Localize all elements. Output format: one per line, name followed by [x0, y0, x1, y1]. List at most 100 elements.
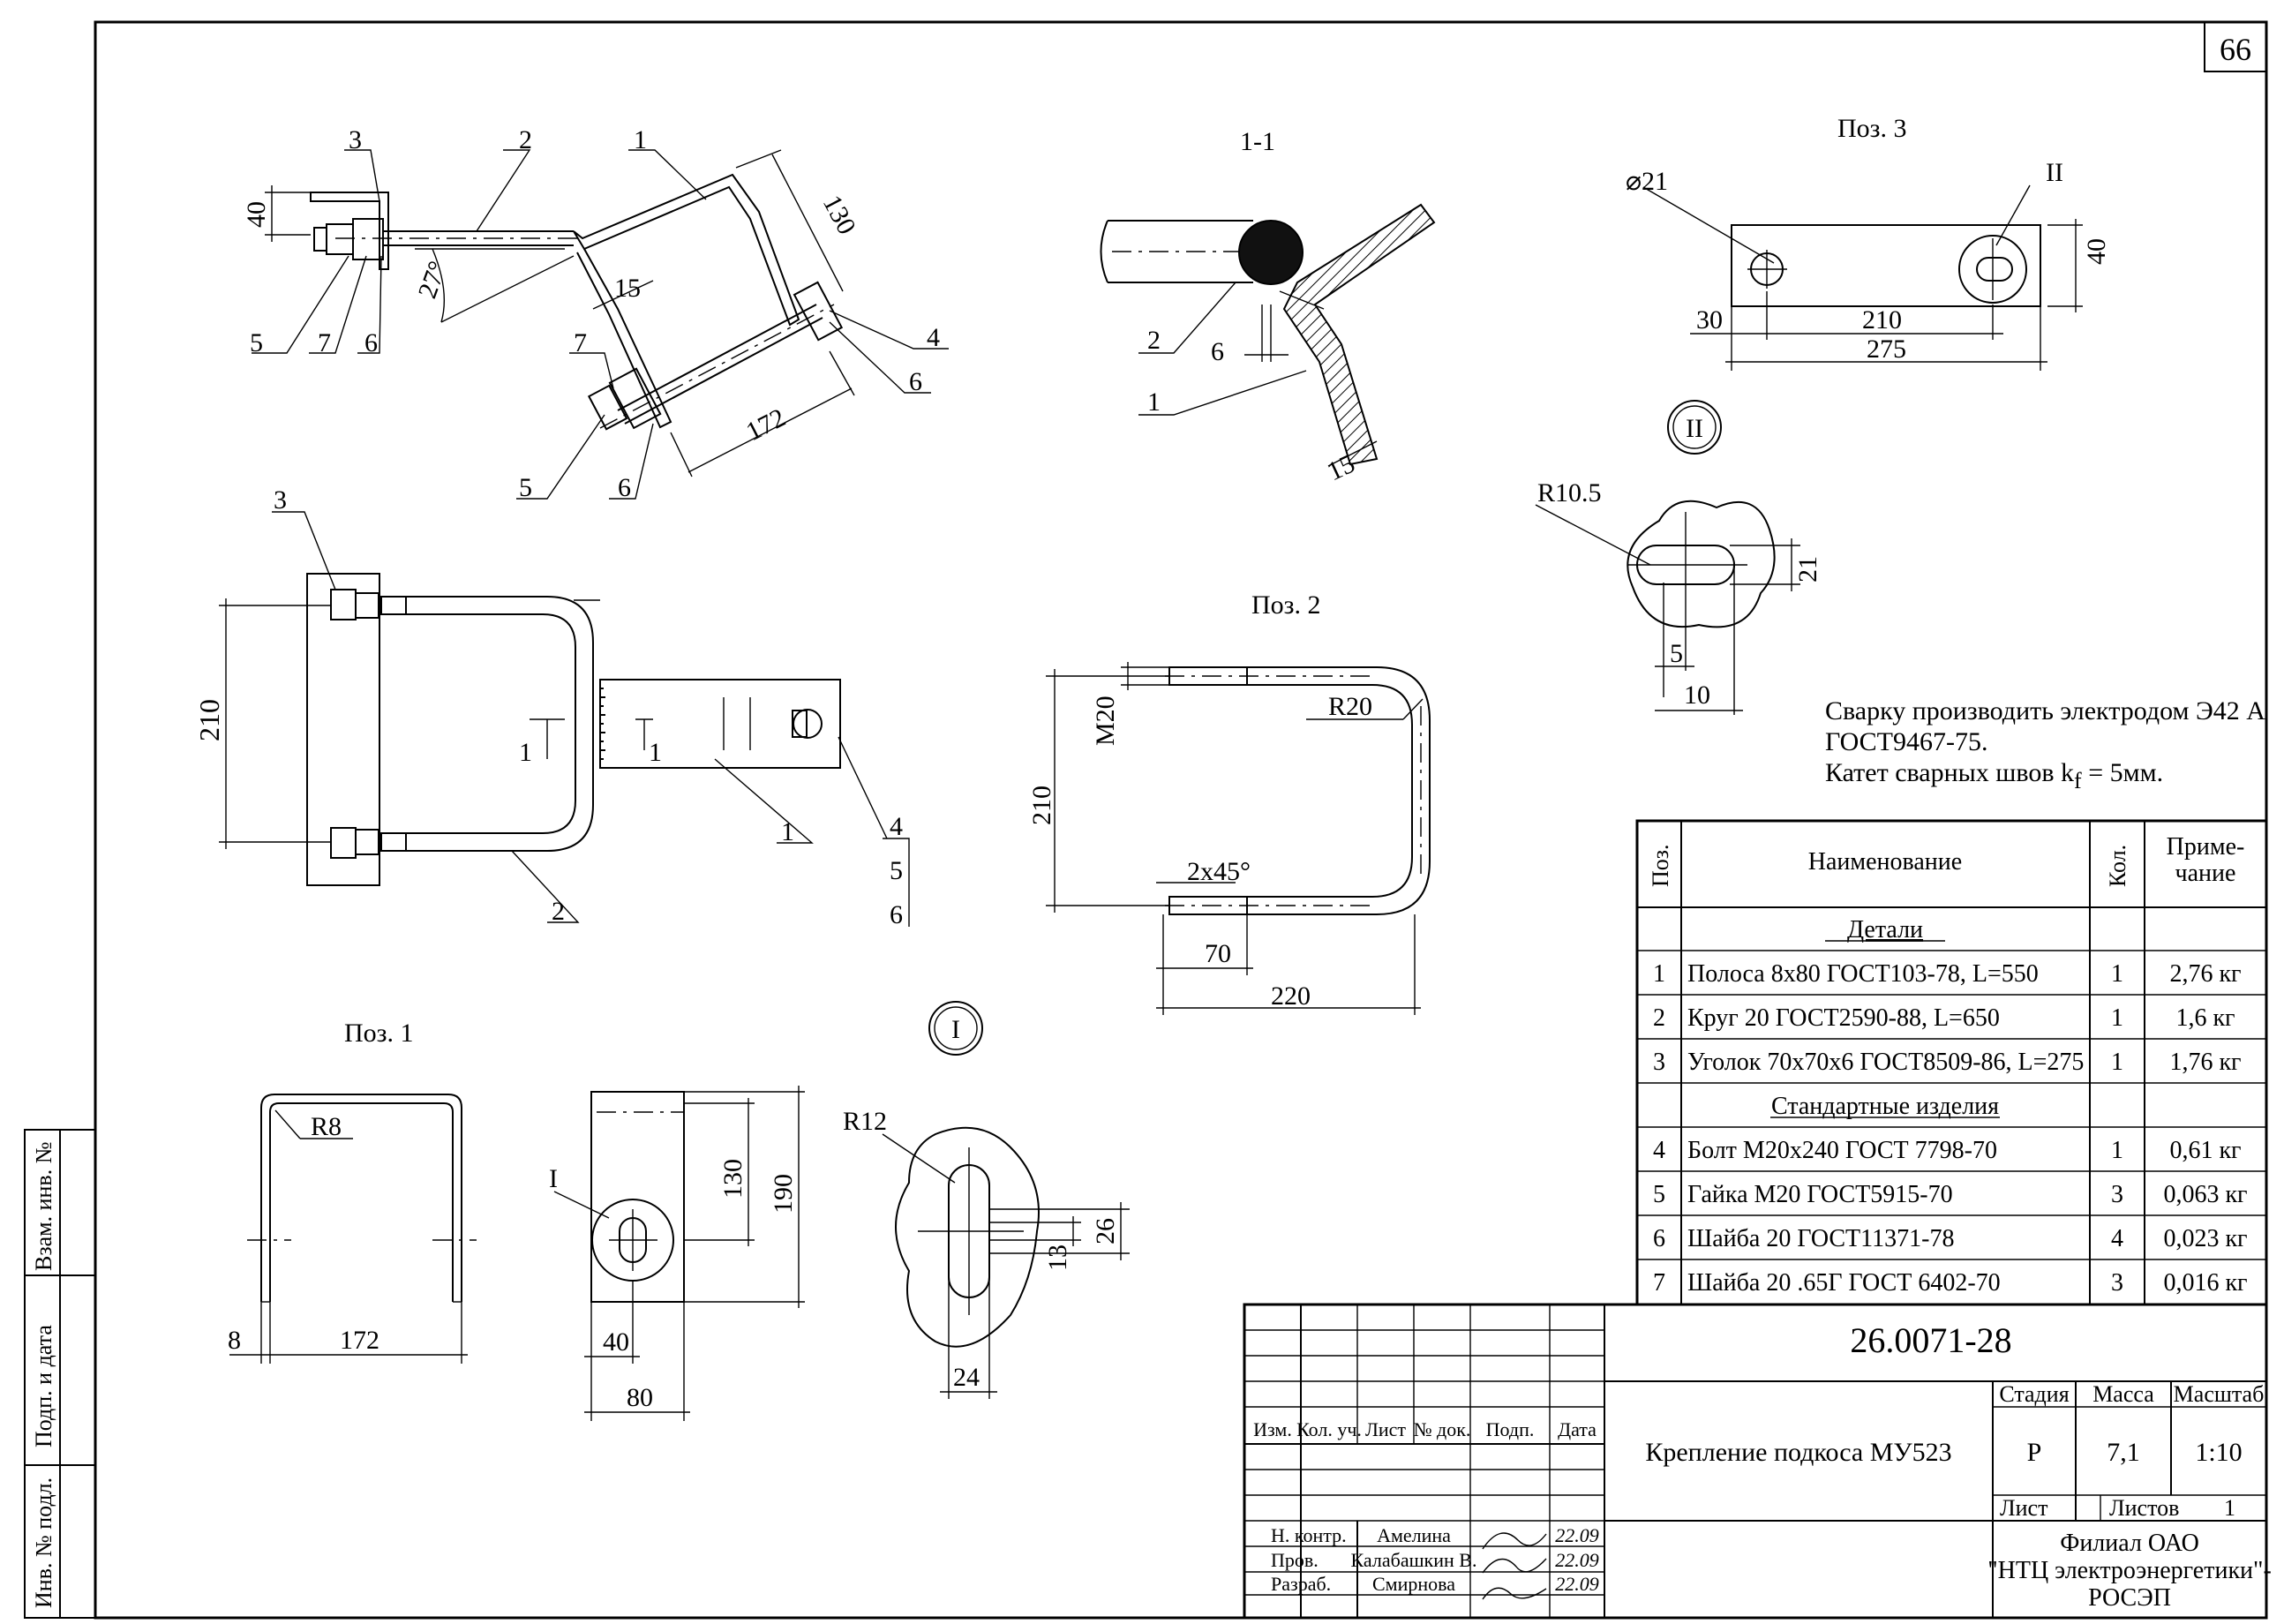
spec-row-name: Полоса 8х80 ГОСТ103-78, L=550 [1687, 960, 2039, 988]
title-block-col-header: № док. [1414, 1418, 1471, 1440]
sheets-value: 1 [2224, 1495, 2235, 1521]
section-1-1: 1-1 6 15 2 6 1 [1100, 127, 1436, 486]
spec-row-note: 0,016 кг [2163, 1269, 2247, 1297]
sheet-label: Лист [2000, 1495, 2047, 1521]
sec-dim-6: 6 [1211, 337, 1224, 366]
spec-header-name: Наименование [1808, 848, 1962, 876]
mass-label: Масса [2092, 1381, 2154, 1407]
pos1-side-dim-190: 190 [769, 1174, 798, 1214]
scale-value: 1:10 [2195, 1438, 2242, 1467]
top-callout-3: 3 [274, 485, 287, 515]
spec-header-note-l2: чание [2175, 860, 2236, 887]
spec-row-note: 1,76 кг [2169, 1049, 2241, 1076]
sec-callout-1: 1 [1147, 387, 1161, 417]
welding-note-line1: Сварку производить электродом Э42 А [1825, 696, 2265, 726]
pos3-dim-d21: ⌀21 [1626, 167, 1668, 196]
spec-table: Поз. Наименование Кол. Приме-чание Детал… [1635, 819, 2268, 1306]
spec-row-name: Уголок 70х70х6 ГОСТ8509-86, L=275 [1687, 1049, 2084, 1076]
signature-3 [1482, 1587, 1547, 1600]
spec-row-pos: 2 [1653, 1004, 1665, 1032]
pos2-dim-210: 210 [1027, 786, 1056, 825]
iso-callout-5: 5 [250, 328, 263, 357]
iso-callout-6: 6 [364, 328, 378, 357]
spec-header-note-l1: Приме- [2167, 833, 2245, 861]
iso-callout-6b: 6 [909, 367, 922, 396]
spec-row-pos: 6 [1653, 1225, 1665, 1252]
title-block-date: 22.09 [1555, 1549, 1599, 1571]
dim-40: 40 [242, 201, 271, 228]
title-block-role: Н. контр. [1271, 1524, 1347, 1546]
top-callout-1c: 1 [781, 817, 794, 846]
pos2-dim-70: 70 [1205, 939, 1231, 968]
title-block-date: 22.09 [1555, 1524, 1599, 1546]
welding-note-line3: Катет сварных швов kf = 5мм. [1825, 758, 2163, 793]
title-block-person: Амелина [1377, 1524, 1451, 1546]
iso-callout-3: 3 [349, 125, 362, 154]
detail-I-R12: R12 [843, 1107, 887, 1136]
marker-II: II [1686, 414, 1703, 443]
spec-row-qty: 1 [2111, 1004, 2123, 1032]
side-stamp: Взам. инв. № Подп. и дата Инв. № подл. [24, 1129, 96, 1619]
spec-header-note: Приме-чание [2167, 833, 2245, 887]
pos1-dim-R8: R8 [311, 1112, 342, 1141]
pos2-dim-2x45: 2x45° [1187, 857, 1251, 886]
pos1-side-dim-130: 130 [718, 1159, 748, 1199]
iso-callout-7: 7 [318, 328, 331, 357]
pos3-dim-210: 210 [1862, 305, 1902, 335]
pos2-view: Поз. 2 R20 M20 210 2x45° 70 220 [1027, 590, 1431, 1015]
isometric-view: 40 27° 15 130 172 3 2 1 5 7 6 4 6 7 [242, 125, 949, 502]
signature-2 [1482, 1558, 1547, 1574]
top-callout-1b: 1 [649, 738, 662, 767]
pos2-dim-R20: R20 [1328, 692, 1372, 721]
top-callout-1a: 1 [519, 738, 532, 767]
title-block-person: Калабашкин В. [1351, 1549, 1477, 1571]
dim-130-iso: 130 [817, 191, 861, 239]
spec-row-qty: 1 [2111, 1137, 2123, 1164]
org-line1: Филиал ОАО [2060, 1530, 2199, 1557]
sheet-number: 66 [2220, 32, 2251, 67]
mass-value: 7,1 [2107, 1438, 2140, 1467]
pos1-side-label-I: I [549, 1164, 558, 1193]
spec-header-qty: Кол. [2105, 845, 2130, 887]
sheets-label: Листов [2109, 1495, 2179, 1521]
dim-27deg: 27° [413, 258, 453, 303]
spec-row-note: 1,6 кг [2175, 1004, 2235, 1032]
spec-row-pos: 5 [1653, 1181, 1665, 1208]
side-stamp-podp: Подп. и дата [31, 1325, 56, 1447]
spec-row-pos: 1 [1653, 960, 1665, 988]
pos3-dim-275: 275 [1867, 335, 1906, 364]
iso-callout-1: 1 [634, 125, 647, 154]
spec-row-pos: 4 [1653, 1137, 1665, 1164]
top-callout-6: 6 [890, 900, 903, 929]
section-1-1-title: 1-1 [1240, 127, 1275, 156]
title-block-col-header: Дата [1558, 1418, 1597, 1440]
side-stamp-vzam: Взам. инв. № [31, 1141, 56, 1271]
detail-II-R10-5: R10.5 [1537, 478, 1602, 508]
top-callout-4: 4 [890, 812, 903, 841]
spec-row-qty: 1 [2111, 960, 2123, 988]
top-dim-210: 210 [193, 699, 225, 741]
sheet-number-box [2204, 21, 2267, 72]
top-view: 210 3 1 1 4 5 6 1 2 [193, 485, 910, 929]
spec-row-qty: 3 [2111, 1269, 2123, 1297]
pos2-dim-M20: M20 [1091, 695, 1120, 746]
spec-section-details: Детали [1847, 916, 1923, 944]
spec-row-note: 0,023 кг [2163, 1225, 2247, 1252]
spec-header-pos: Поз. [1648, 844, 1673, 887]
detail-I-marker: I [928, 1001, 983, 1056]
spec-row-qty: 4 [2111, 1225, 2123, 1252]
spec-row-pos: 3 [1653, 1049, 1665, 1076]
stage-label: Стадия [1999, 1381, 2069, 1407]
spec-section-standard: Стандартные изделия [1771, 1093, 1999, 1120]
pos1-dim-8: 8 [228, 1326, 241, 1355]
welding-note: Сварку производить электродом Э42 А ГОСТ… [1825, 696, 2265, 793]
pos3-title: Поз. 3 [1837, 114, 1907, 143]
spec-row-name: Круг 20 ГОСТ2590-88, L=650 [1687, 1004, 2000, 1032]
iso-callout-6c: 6 [618, 473, 631, 502]
top-callout-2: 2 [552, 897, 565, 926]
detail-II-dim-21: 21 [1793, 556, 1822, 583]
